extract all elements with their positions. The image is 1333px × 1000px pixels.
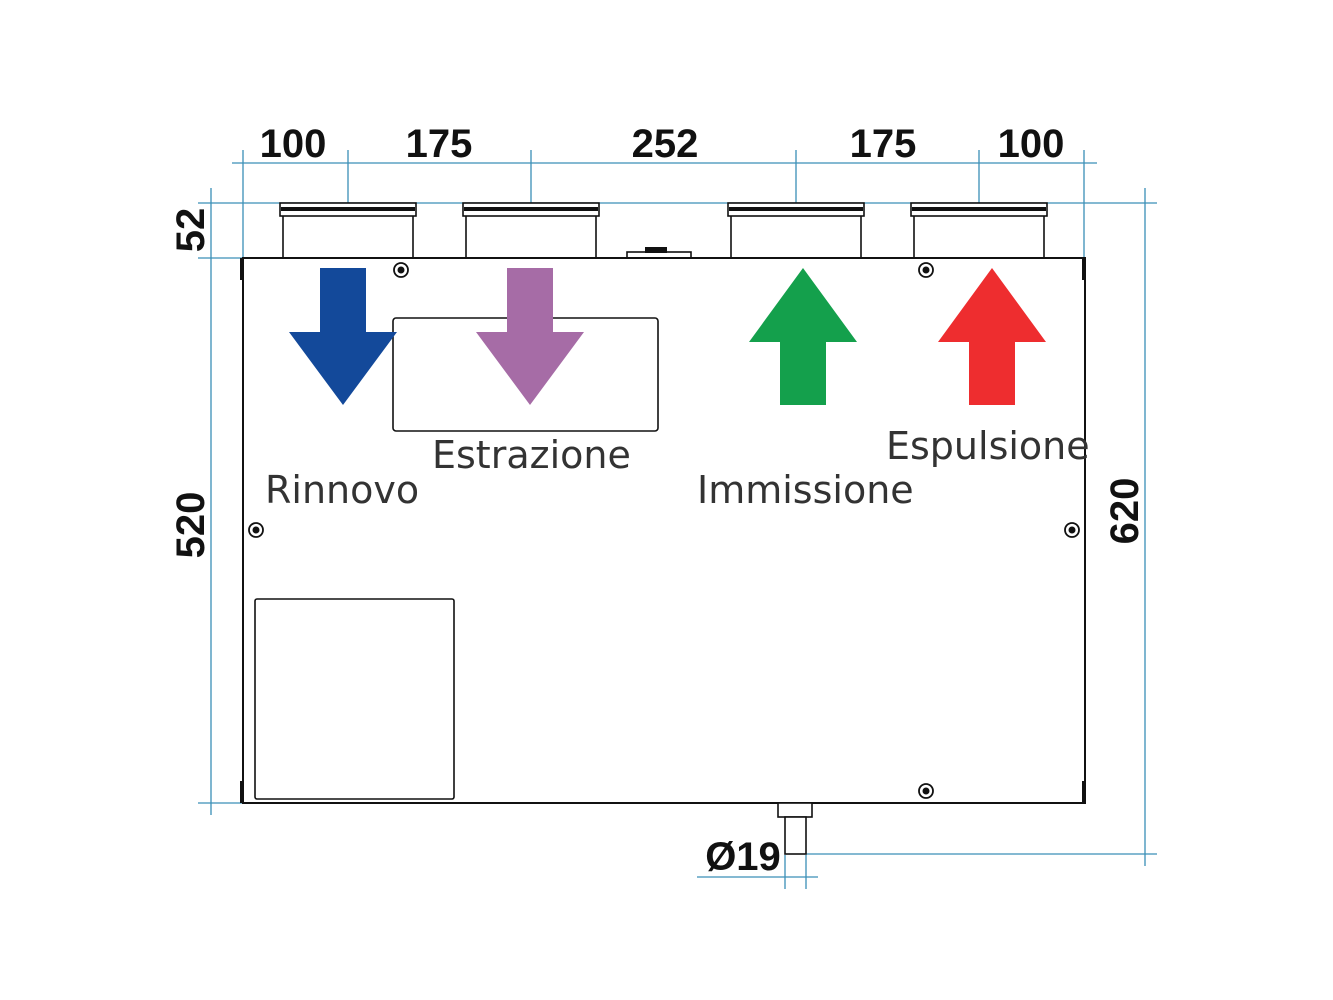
condensate-drain <box>777 802 813 855</box>
espulsione-arrow-up <box>938 268 1046 405</box>
dim-top-1: 100 <box>260 122 327 166</box>
duct-connector-rinnovo <box>279 202 417 259</box>
flow-label-espulsione: Espulsione <box>886 424 1090 468</box>
flow-label-estrazione: Estrazione <box>432 433 631 477</box>
immissione-arrow-up <box>749 268 857 405</box>
flow-arrows <box>289 268 1046 405</box>
duct-connector-estrazione <box>462 202 600 259</box>
screw <box>393 262 409 278</box>
dim-total-height: 620 <box>1103 478 1147 545</box>
dim-drain-diameter: Ø19 <box>705 835 781 879</box>
screws <box>248 262 1080 799</box>
dim-top-5: 100 <box>998 122 1065 166</box>
screw <box>248 522 264 538</box>
top-fitting <box>626 247 692 259</box>
flow-label-rinnovo: Rinnovo <box>265 468 419 512</box>
electrical-box <box>254 598 455 800</box>
duct-connector-espulsione <box>910 202 1048 259</box>
duct-connectors <box>279 202 1048 259</box>
flow-label-immissione: Immissione <box>697 468 914 512</box>
screw <box>918 783 934 799</box>
corner-brackets <box>240 258 1086 803</box>
screw <box>918 262 934 278</box>
estrazione-arrow-down <box>476 268 584 405</box>
duct-connector-immissione <box>727 202 865 259</box>
rinnovo-arrow-down <box>289 268 397 405</box>
dim-top-2: 175 <box>406 122 473 166</box>
dim-top-3: 252 <box>632 122 699 166</box>
dim-connector-height: 52 <box>169 208 213 253</box>
screw <box>1064 522 1080 538</box>
dim-body-height: 520 <box>169 492 213 559</box>
dim-top-4: 175 <box>850 122 917 166</box>
